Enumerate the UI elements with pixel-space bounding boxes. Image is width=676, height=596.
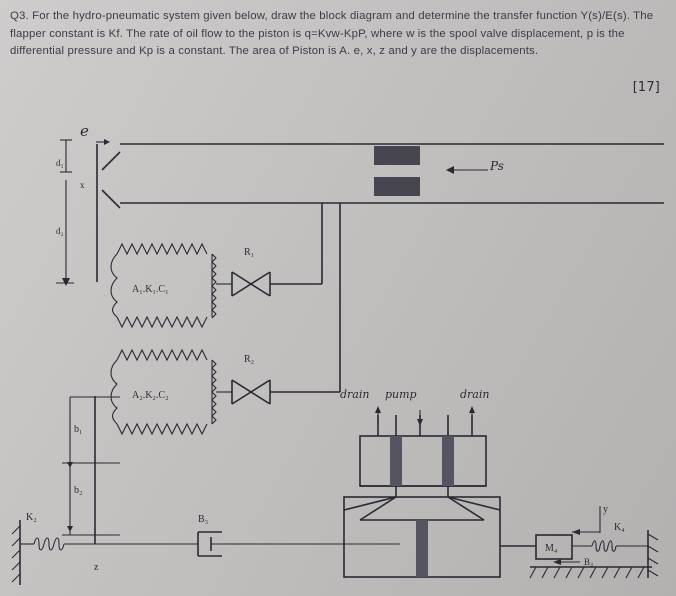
label-ps: Ps [489, 159, 504, 173]
lower-lever [62, 396, 198, 545]
y-displacement [572, 506, 601, 535]
nozzle-supply-lines [120, 143, 664, 393]
label-bellows1: A₁.K₁.C₁ [132, 284, 169, 295]
damper-b3 [197, 531, 400, 557]
d2-dimension [56, 180, 74, 286]
bellows-2 [110, 348, 232, 436]
label-m4: M₄ [545, 543, 558, 554]
ground-right [647, 530, 659, 578]
question-marks: [17] [632, 80, 660, 95]
label-b2: b₂ [74, 485, 83, 496]
restriction-r2 [231, 379, 271, 405]
label-y: y [603, 504, 608, 515]
piston-cylinder [343, 496, 536, 578]
label-r1: R₁ [244, 247, 254, 258]
flapper-assembly [96, 139, 121, 282]
label-k2: K₂ [26, 512, 37, 523]
label-d1: d₁ [56, 158, 64, 168]
label-k4: K₄ [614, 522, 625, 533]
spring-k4 [572, 540, 648, 552]
label-r2: R₂ [244, 354, 254, 365]
label-z: z [94, 562, 99, 573]
ground-left [11, 520, 21, 585]
restriction-r1 [231, 271, 271, 297]
question-number: Q3. [10, 10, 29, 22]
label-bellows2: A₂.K₂.C₂ [132, 390, 169, 401]
label-drain-left: drain [340, 388, 369, 401]
spool-valve [359, 406, 487, 497]
d1-dimension [60, 139, 72, 173]
label-e: e [80, 122, 89, 140]
bellows-1 [110, 242, 232, 329]
label-x: x [80, 180, 85, 190]
damper-b4 [529, 559, 652, 579]
label-pump: pump [385, 388, 417, 401]
label-b4: B₄ [584, 557, 593, 567]
label-b3: B₃ [198, 514, 208, 525]
supply-block-lower [374, 177, 420, 196]
label-drain-right: drain [460, 388, 489, 401]
question-body: For the hydro-pneumatic system given bel… [10, 10, 654, 58]
question-text: Q3. For the hydro-pneumatic system given… [10, 8, 670, 95]
spring-k2 [20, 537, 95, 551]
supply-block-upper [374, 146, 420, 165]
label-d2: d₂ [56, 226, 64, 236]
mass-m4 [535, 534, 573, 560]
label-b1: b₁ [74, 424, 83, 435]
